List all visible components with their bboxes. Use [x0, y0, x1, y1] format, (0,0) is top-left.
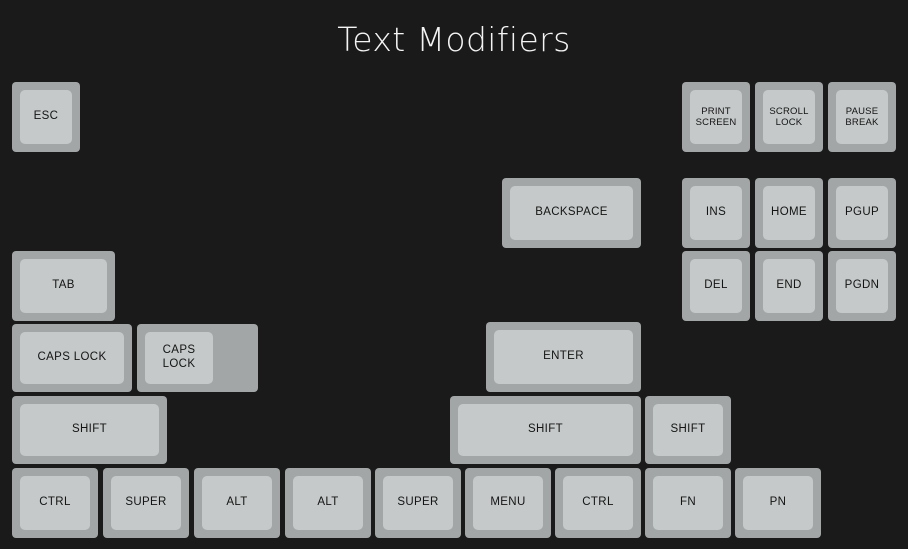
keycap-label-pgdn: PGDN — [836, 259, 888, 313]
keycap-label-caps-lock-1: CAPS LOCK — [20, 332, 124, 384]
key-pn[interactable]: PN — [735, 468, 821, 538]
key-pause-break[interactable]: PAUSE BREAK — [828, 82, 896, 152]
key-super-right[interactable]: SUPER — [375, 468, 461, 538]
key-print-screen[interactable]: PRINT SCREEN — [682, 82, 750, 152]
key-caps-lock-2[interactable]: CAPS LOCK — [137, 324, 258, 392]
key-tab[interactable]: TAB — [12, 251, 115, 321]
page-title: Text Modifiers — [337, 20, 571, 59]
keycap-label-end: END — [763, 259, 815, 313]
keycap-label-scroll-lock: SCROLL LOCK — [763, 90, 815, 144]
key-shift-left[interactable]: SHIFT — [12, 396, 167, 464]
keycap-label-alt-left: ALT — [202, 476, 272, 530]
key-enter[interactable]: ENTER — [486, 322, 641, 392]
keycap-label-tab: TAB — [20, 259, 107, 313]
keycap-label-home: HOME — [763, 186, 815, 240]
keycap-label-super-left: SUPER — [111, 476, 181, 530]
key-alt-right[interactable]: ALT — [285, 468, 371, 538]
key-fn[interactable]: FN — [645, 468, 731, 538]
keycap-label-pgup: PGUP — [836, 186, 888, 240]
key-super-left[interactable]: SUPER — [103, 468, 189, 538]
key-alt-left[interactable]: ALT — [194, 468, 280, 538]
key-backspace[interactable]: BACKSPACE — [502, 178, 641, 248]
keycap-label-pn: PN — [743, 476, 813, 530]
keycap-label-super-right: SUPER — [383, 476, 453, 530]
key-ctrl-left[interactable]: CTRL — [12, 468, 98, 538]
keycap-label-del: DEL — [690, 259, 742, 313]
keycap-label-ins: INS — [690, 186, 742, 240]
key-home[interactable]: HOME — [755, 178, 823, 248]
keycap-label-alt-right: ALT — [293, 476, 363, 530]
key-end[interactable]: END — [755, 251, 823, 321]
key-menu[interactable]: MENU — [465, 468, 551, 538]
key-del[interactable]: DEL — [682, 251, 750, 321]
keycap-label-backspace: BACKSPACE — [510, 186, 633, 240]
key-shift-right[interactable]: SHIFT — [645, 396, 731, 464]
key-scroll-lock[interactable]: SCROLL LOCK — [755, 82, 823, 152]
keycap-label-ctrl-left: CTRL — [20, 476, 90, 530]
keycap-label-enter: ENTER — [494, 330, 633, 384]
key-shift-mid[interactable]: SHIFT — [450, 396, 641, 464]
keycap-label-fn: FN — [653, 476, 723, 530]
key-pgup[interactable]: PGUP — [828, 178, 896, 248]
keycap-label-shift-mid: SHIFT — [458, 404, 633, 456]
keycap-label-caps-lock-2: CAPS LOCK — [145, 332, 213, 384]
key-caps-lock-1[interactable]: CAPS LOCK — [12, 324, 132, 392]
keycap-label-print-screen: PRINT SCREEN — [690, 90, 742, 144]
key-esc[interactable]: ESC — [12, 82, 80, 152]
keycap-label-ctrl-right: CTRL — [563, 476, 633, 530]
key-ctrl-right[interactable]: CTRL — [555, 468, 641, 538]
keycap-label-shift-right: SHIFT — [653, 404, 723, 456]
keycap-label-menu: MENU — [473, 476, 543, 530]
key-ins[interactable]: INS — [682, 178, 750, 248]
keycap-label-shift-left: SHIFT — [20, 404, 159, 456]
key-pgdn[interactable]: PGDN — [828, 251, 896, 321]
keycap-label-esc: ESC — [20, 90, 72, 144]
keycap-label-pause-break: PAUSE BREAK — [836, 90, 888, 144]
